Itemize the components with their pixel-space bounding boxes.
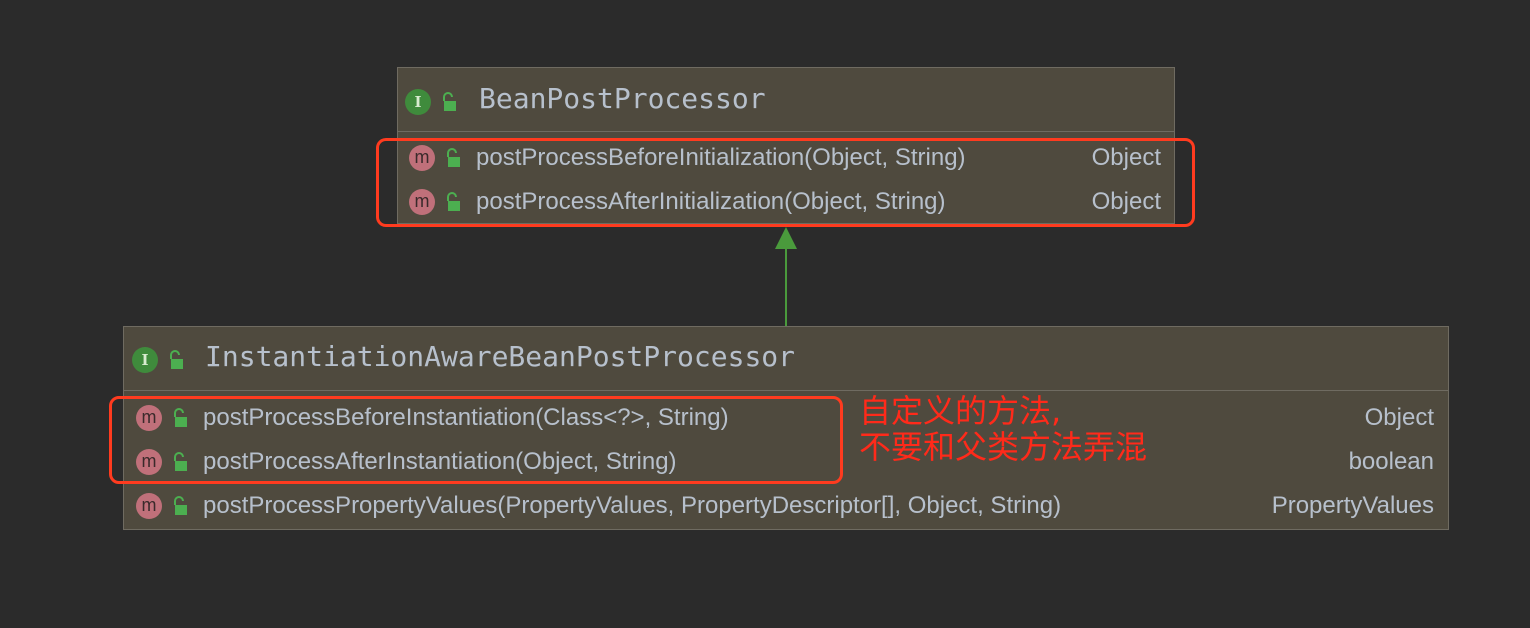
class-header: I InstantiationAwareBeanPostProcessor — [124, 327, 1448, 391]
method-row[interactable]: m postProcessAfterInitialization(Object,… — [398, 180, 1174, 224]
class-header: I BeanPostProcessor — [398, 68, 1174, 132]
public-lock-icon — [170, 350, 183, 369]
method-row[interactable]: m postProcessBeforeInitialization(Object… — [398, 136, 1174, 180]
return-type: Object — [1091, 144, 1161, 171]
class-box-bean-post-processor[interactable]: I BeanPostProcessor m postProcessBeforeI… — [397, 67, 1175, 224]
annotation-line-1: 自定义的方法, — [859, 392, 1062, 430]
class-name: InstantiationAwareBeanPostProcessor — [205, 340, 796, 373]
method-name: postProcessAfterInitialization(Object, S… — [476, 188, 946, 215]
method-icon: m — [409, 145, 435, 171]
method-icon: m — [409, 189, 435, 215]
method-name: postProcessBeforeInstantiation(Class<?>,… — [203, 404, 729, 431]
method-icon: m — [136, 493, 162, 519]
return-type: Object — [1364, 404, 1434, 431]
public-lock-icon — [447, 192, 460, 211]
method-row[interactable]: m postProcessPropertyValues(PropertyValu… — [124, 484, 1448, 528]
public-lock-icon — [443, 92, 456, 111]
child-methods-highlight — [109, 396, 843, 484]
method-name: postProcessBeforeInitialization(Object, … — [476, 144, 966, 171]
parent-methods-highlight — [376, 138, 1195, 227]
method-icon: m — [136, 405, 162, 431]
method-icon: m — [136, 449, 162, 475]
public-lock-icon — [174, 408, 187, 427]
method-name: postProcessPropertyValues(PropertyValues… — [203, 492, 1062, 519]
method-name: postProcessAfterInstantiation(Object, St… — [203, 448, 677, 475]
public-lock-icon — [174, 496, 187, 515]
inheritance-arrow — [775, 227, 797, 328]
annotation-note: 自定义的方法, 不要和父类方法弄混 — [859, 393, 1147, 465]
method-row[interactable]: m postProcessBeforeInstantiation(Class<?… — [124, 396, 1448, 440]
public-lock-icon — [447, 148, 460, 167]
class-name: BeanPostProcessor — [479, 82, 766, 115]
annotation-line-2: 不要和父类方法弄混 — [859, 428, 1148, 466]
return-type: PropertyValues — [1271, 492, 1434, 519]
return-type: Object — [1091, 188, 1161, 215]
class-box-instantiation-aware-bean-post-processor[interactable]: I InstantiationAwareBeanPostProcessor m … — [123, 326, 1449, 530]
return-type: boolean — [1348, 448, 1434, 475]
method-row[interactable]: m postProcessAfterInstantiation(Object, … — [124, 440, 1448, 484]
interface-icon: I — [405, 89, 431, 115]
interface-icon: I — [132, 347, 158, 373]
public-lock-icon — [174, 452, 187, 471]
